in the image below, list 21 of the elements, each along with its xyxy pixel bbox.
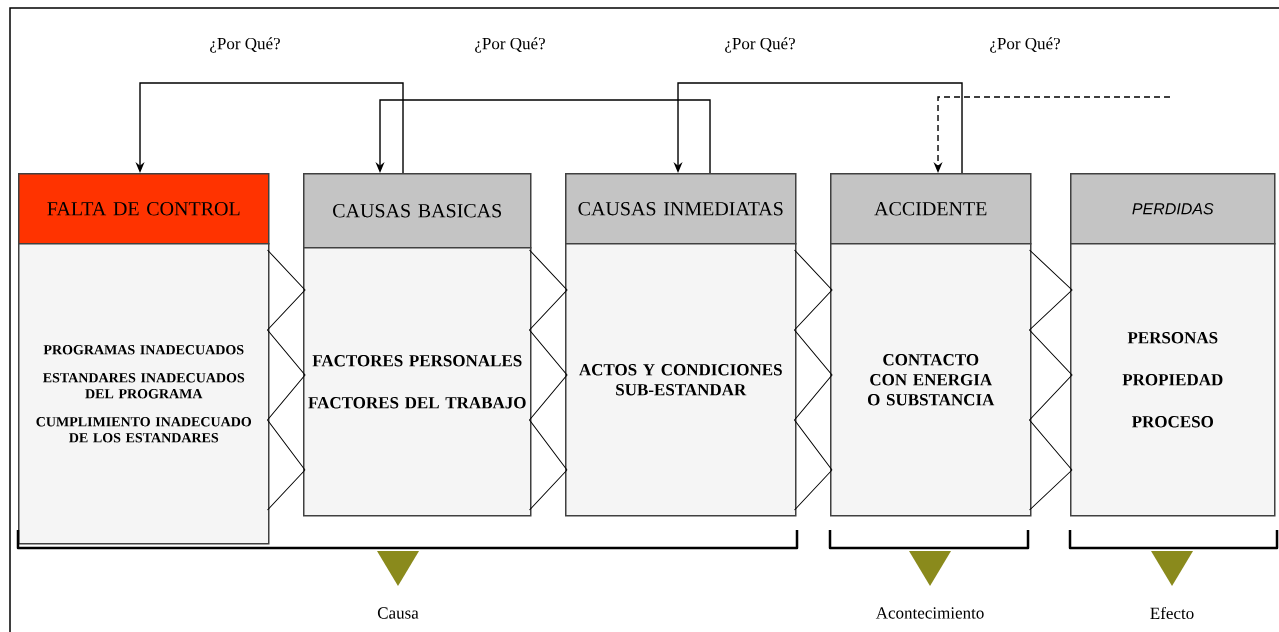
edge-label: ¿Por Qué? [988,36,1062,54]
edge-label: ¿Por Qué? [723,36,797,54]
edge-label: ¿Por Qué? [208,36,282,54]
group-label: Efecto [1150,606,1194,620]
header-box: CAUSAS BASICAS [303,173,532,249]
header-box: FALTA DE CONTROL [18,173,270,245]
chevron-arrow [1029,249,1073,511]
header-box: ACCIDENTE [830,173,1032,245]
header-box: PERDIDAS [1070,173,1276,245]
content-box: FACTORES PERSONALES FACTORES DEL TRABAJO [303,247,532,517]
content-box: PERSONAS PROPIEDAD PROCESO [1070,243,1276,517]
header-box: CAUSAS INMEDIATAS [565,173,797,245]
edge-label: ¿Por Qué? [473,36,547,54]
content-box: PROGRAMAS INADECUADOS ESTANDARES INADECUADOS DEL PROGRAMA CUMPLIMIENTO INADECUADO DE LOS ESTANDARES [18,243,270,545]
group-label: Acontecimiento [875,607,984,619]
chevron-arrow [267,249,306,511]
content-box: ACTOS Y CONDICIONES SUB-ESTANDAR [565,243,797,517]
chevron-arrow [794,249,833,511]
chevron-arrow [529,249,568,511]
group-label: Causa [377,607,419,619]
content-box: CONTACTO CON ENERGIA O SUBSTANCIA [830,243,1032,517]
